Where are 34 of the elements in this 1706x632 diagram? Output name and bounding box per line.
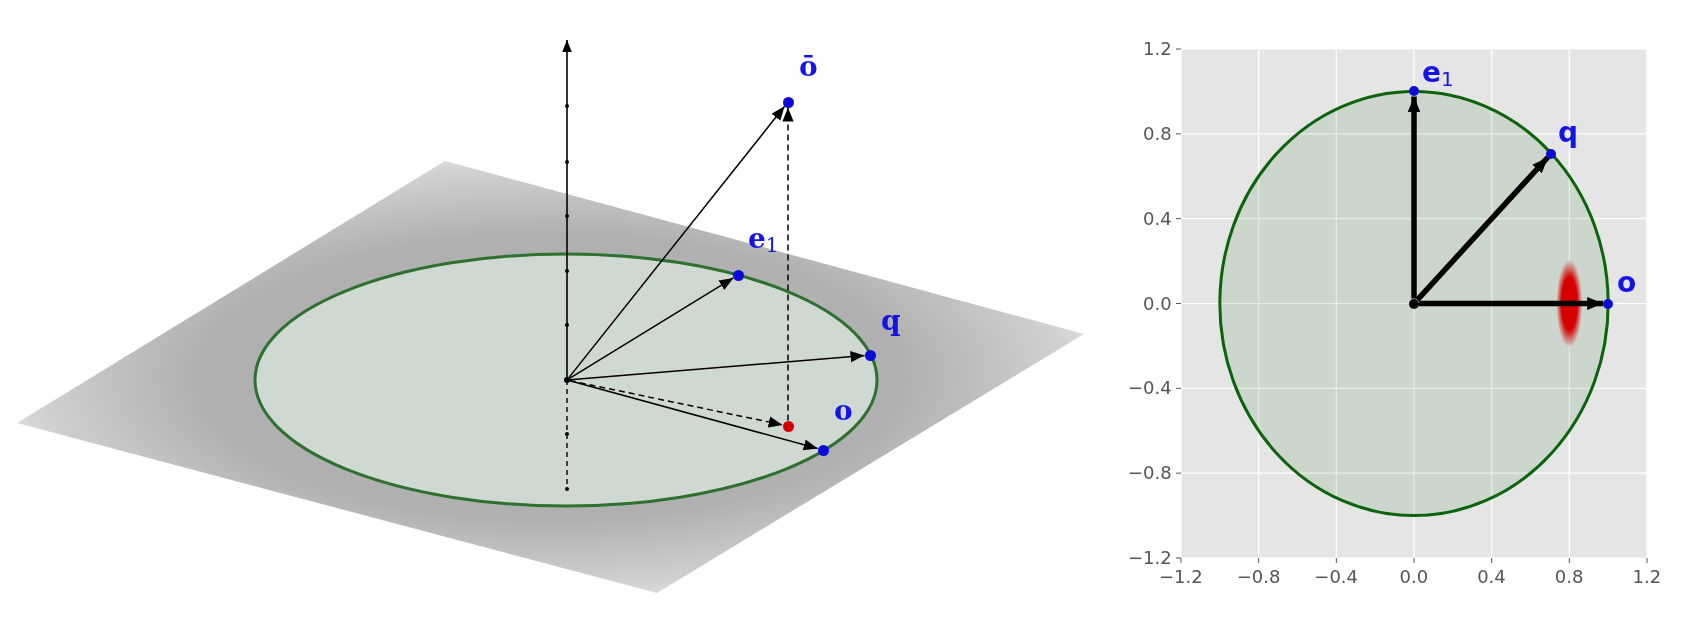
origin-point: [564, 377, 570, 383]
vector-label: o: [1617, 268, 1637, 298]
vector-arrow: [569, 379, 784, 428]
tick-label: 0.8: [1554, 567, 1584, 587]
vector-label: q: [881, 306, 901, 336]
vector-arrow: [782, 106, 794, 422]
tick-label: 0.0: [1399, 567, 1429, 587]
origin-point: [1409, 298, 1419, 309]
vector-arrow: [1415, 155, 1550, 302]
tick-label: −0.4: [1314, 567, 1359, 587]
tick-label: −0.8: [1236, 567, 1281, 587]
vector-arrow: [568, 277, 735, 380]
tick-label: −1.2: [1159, 567, 1203, 587]
tick-label: 1.2: [1143, 39, 1172, 59]
vector-label: q: [1558, 118, 1579, 148]
vector-label: e$_{1}$: [748, 224, 779, 259]
labelled-point: [782, 52, 818, 108]
tick-label: −0.8: [1128, 463, 1172, 484]
vector-label: ō: [799, 52, 818, 82]
tick-label: 0.4: [1143, 208, 1172, 229]
vector-label: e$_{1}$: [1422, 58, 1454, 93]
vector-label: o: [834, 396, 853, 426]
tick-label: 0.0: [1143, 293, 1172, 314]
projected-point: [782, 420, 794, 432]
tick-label: 0.4: [1477, 567, 1506, 587]
tick-label: 0.8: [1143, 123, 1172, 144]
vector-arrow: [569, 351, 866, 381]
tick-label: 1.2: [1632, 567, 1662, 587]
vector-arrow: [568, 105, 786, 379]
tick-label: −1.2: [1128, 548, 1172, 568]
vector-arrow: [1407, 96, 1421, 299]
vector-arrow: [1419, 297, 1604, 310]
tick-label: −0.4: [1128, 378, 1172, 399]
vector-arrow: [569, 380, 819, 451]
